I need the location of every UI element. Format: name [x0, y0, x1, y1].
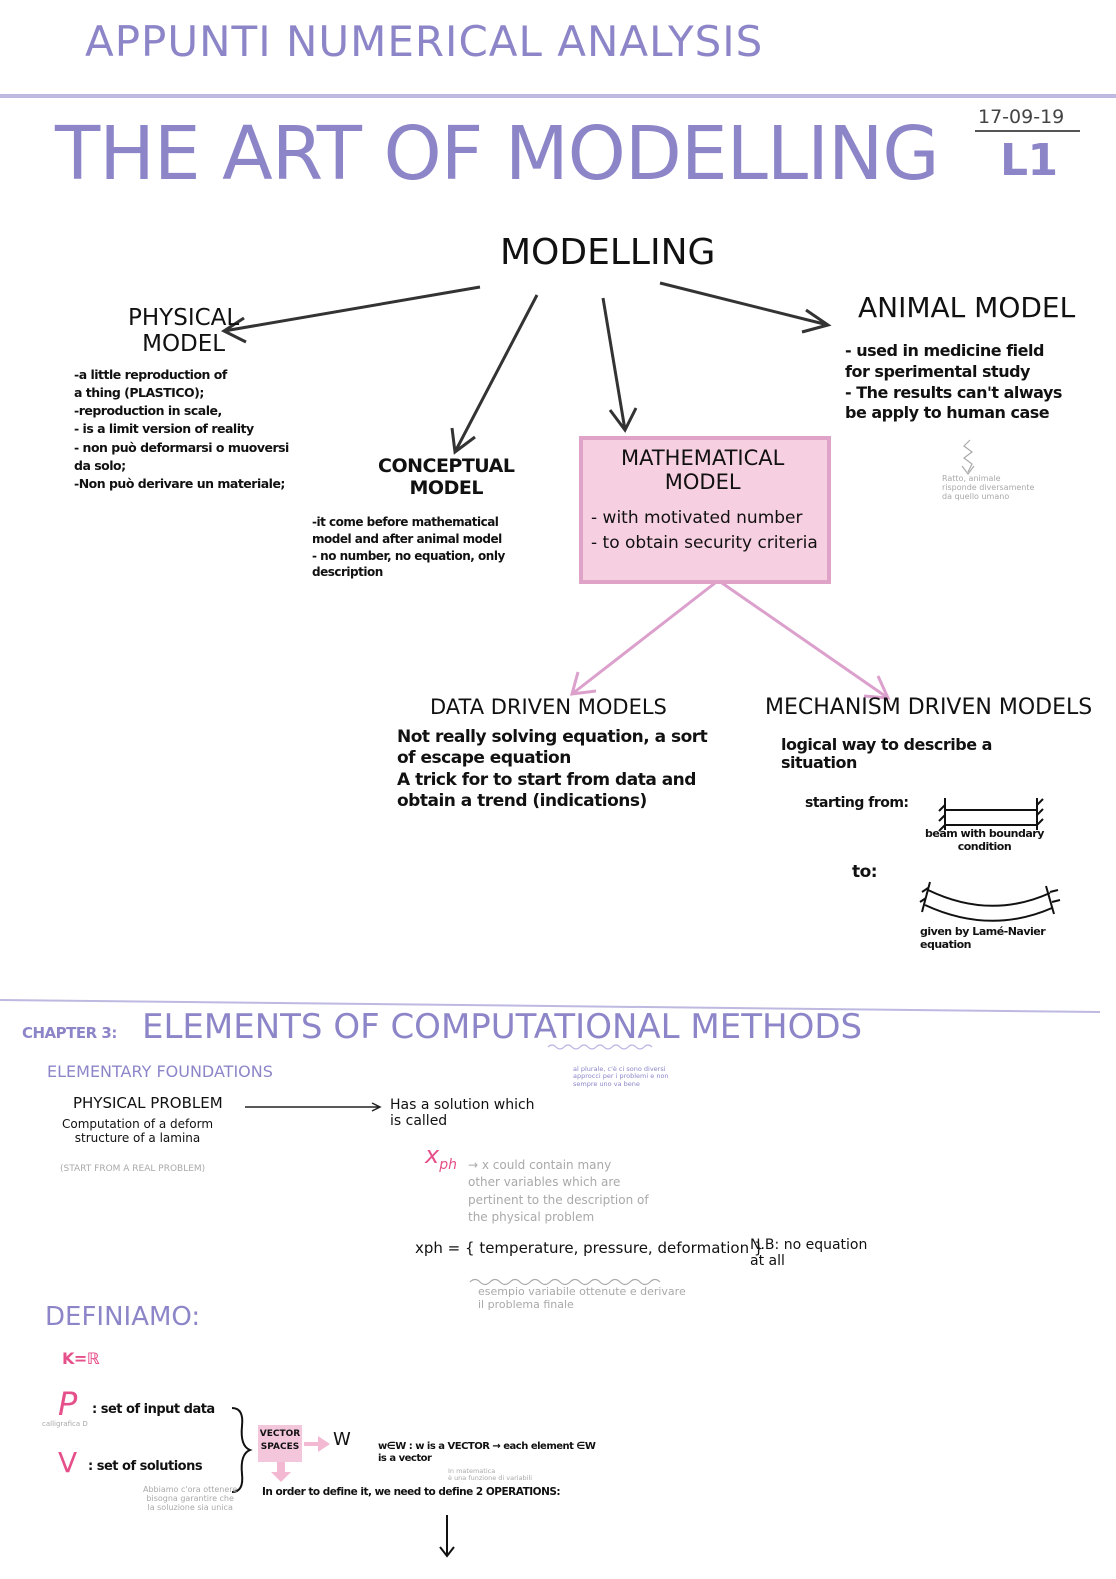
- physical-problem-title: PHYSICAL PROBLEM: [73, 1094, 223, 1112]
- x-ph-note: → x could contain many other variables w…: [468, 1158, 649, 1225]
- curved-beam-drawing: [919, 881, 1061, 922]
- title-squiggle: [547, 1044, 653, 1050]
- straight-beam-drawing: [938, 798, 1044, 832]
- lecture-number: L1: [1000, 135, 1058, 186]
- elementary-foundations-heading: ELEMENTARY FOUNDATIONS: [47, 1062, 273, 1081]
- pink-right-arrow: [304, 1436, 330, 1452]
- to-label: to:: [852, 862, 878, 882]
- nb-note: N.B: no equation at all: [750, 1237, 868, 1270]
- page-title: THE ART OF MODELLING: [55, 111, 940, 197]
- equation-squiggle: [469, 1278, 661, 1286]
- x-ph-definition-note: esempio variabile ottenute e derivare il…: [478, 1285, 686, 1311]
- p-symbol: P: [58, 1385, 78, 1423]
- chapter-label: CHAPTER 3:: [22, 1024, 117, 1042]
- beam-caption: beam with boundary condition: [925, 827, 1044, 853]
- x-ph-symbol: xph: [425, 1141, 457, 1173]
- solution-text: Has a solution which is called: [390, 1097, 535, 1130]
- x-ph-x: x: [425, 1141, 440, 1169]
- data-driven-title: DATA DRIVEN MODELS: [430, 695, 667, 719]
- date: 17-09-19: [978, 106, 1065, 128]
- physical-problem-note: (START FROM A REAL PROBLEM): [60, 1164, 206, 1174]
- animal-model-title: ANIMAL MODEL: [858, 291, 1076, 324]
- v-symbol: V: [58, 1446, 78, 1479]
- root-node-modelling: MODELLING: [500, 232, 716, 273]
- x-ph-definition: xph = { temperature, pressure, deformati…: [415, 1239, 764, 1257]
- math-arrows: [569, 581, 891, 700]
- physical-problem-arrow: [245, 1102, 382, 1112]
- k-equals-r: K=ℝ: [62, 1349, 100, 1368]
- w-symbol: W: [333, 1429, 351, 1450]
- w-definition: w∈W : w is a VECTOR → each element ∈W is…: [378, 1441, 596, 1464]
- x-ph-subscript: ph: [439, 1156, 457, 1173]
- v-definition-note: Abbiamo c'ora ottenere bisogna garantire…: [143, 1485, 238, 1513]
- section-divider: [0, 999, 1101, 1013]
- arrow-conceptual: [450, 294, 539, 455]
- chapter-title-note: al plurale, c'è ci sono diversi approcci…: [573, 1065, 669, 1088]
- curved-beam-caption: given by Lamé-Navier equation: [920, 925, 1046, 951]
- animal-model-notes: - used in medicine field for sperimental…: [845, 341, 1062, 423]
- physical-model-notes: -a little reproduction of a thing (PLAST…: [74, 367, 289, 491]
- pink-down-arrow: [271, 1462, 291, 1482]
- definiamo-heading: DEFINIAMO:: [45, 1302, 201, 1332]
- animal-model-note: Ratto, animale risponde diversamente da …: [942, 474, 1035, 502]
- operations-text: In order to define it, we need to define…: [262, 1486, 561, 1498]
- physical-model-title: PHYSICAL MODEL: [128, 305, 240, 358]
- starting-from-label: starting from:: [805, 795, 909, 811]
- vector-spaces-box: VECTOR SPACES: [258, 1425, 302, 1462]
- v-definition: : set of solutions: [88, 1459, 203, 1474]
- vector-spaces-label: VECTOR SPACES: [259, 1429, 301, 1452]
- w-definition-note: In matematica è una funzione di variabil…: [448, 1467, 533, 1483]
- arrow-data-driven: [569, 581, 716, 696]
- mathematical-model-notes: - with motivated number - to obtain secu…: [591, 508, 818, 553]
- mathematical-model-box: MATHEMATICAL MODEL - with motivated numb…: [579, 436, 831, 584]
- p-definition: : set of input data: [92, 1402, 215, 1417]
- physical-problem-description: Computation of a deform structure of a l…: [62, 1117, 214, 1145]
- conceptual-model-title: CONCEPTUAL MODEL: [378, 455, 515, 499]
- chapter-title: ELEMENTS OF COMPUTATIONAL METHODS: [142, 1007, 863, 1047]
- arrow-mechanism-driven: [721, 581, 891, 700]
- right-brace: [231, 1407, 253, 1493]
- p-symbol-note: calligrafica D: [42, 1420, 88, 1428]
- mathematical-model-title: MATHEMATICAL MODEL: [621, 446, 785, 495]
- data-driven-notes: Not really solving equation, a sort of e…: [397, 727, 708, 811]
- arrow-physical: [220, 285, 481, 344]
- mechanism-driven-title: MECHANISM DRIVEN MODELS: [765, 695, 1093, 720]
- course-title: APPUNTI NUMERICAL ANALYSIS: [85, 17, 764, 66]
- mechanism-driven-notes: logical way to describe a situation: [781, 735, 992, 773]
- modelling-arrows: [220, 281, 832, 455]
- arrow-mathematical: [601, 297, 638, 433]
- squiggle-arrow: [961, 439, 975, 475]
- conceptual-model-notes: -it come before mathematical model and a…: [312, 515, 505, 580]
- arrow-animal: [659, 281, 832, 334]
- down-arrow: [439, 1515, 455, 1558]
